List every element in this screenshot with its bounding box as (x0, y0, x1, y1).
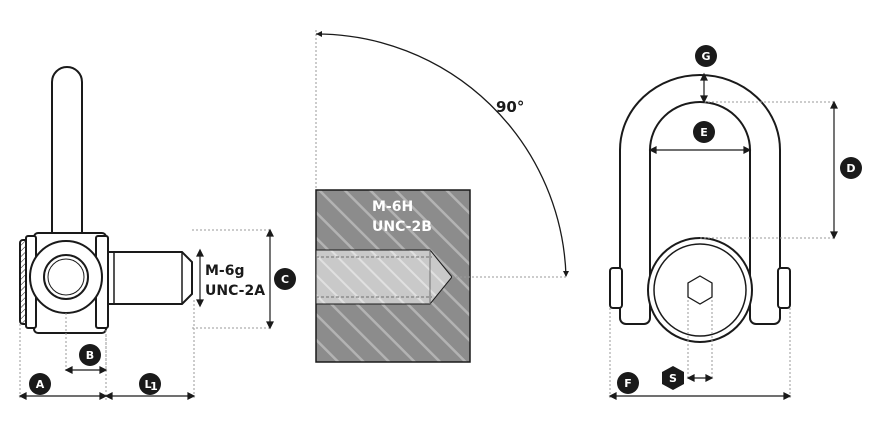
swing-angle-arc (315, 30, 569, 278)
swing-angle-label: 90° (496, 98, 524, 116)
tapped-hole (315, 249, 453, 305)
svg-text:B: B (86, 349, 94, 362)
dim-badge-d: D (840, 157, 862, 179)
right-front-view (609, 74, 791, 343)
svg-text:E: E (700, 126, 708, 139)
bail-link (51, 66, 83, 239)
dim-badge-e: E (693, 121, 715, 143)
dim-badge-c: C (274, 268, 296, 290)
svg-text:C: C (281, 273, 289, 286)
svg-text:A: A (36, 378, 45, 391)
svg-text:L: L (144, 378, 151, 391)
right-dimension-arrows (608, 72, 838, 400)
left-dimension-lines (19, 229, 270, 400)
svg-text:F: F (624, 377, 632, 390)
dim-badge-f: F (617, 372, 639, 394)
hex-socket (687, 275, 713, 305)
dim-badge-l1: L 1 (139, 373, 161, 395)
bail-eye-inner (43, 254, 89, 300)
dim-badge-g: G (695, 45, 717, 67)
dim-badge-b: B (79, 344, 101, 366)
threaded-bolt (107, 251, 193, 305)
svg-text:D: D (846, 162, 855, 175)
left-dimension-arrows (18, 228, 274, 400)
dim-badge-s: S (662, 366, 684, 390)
center-thread-metric: M-6H (372, 199, 413, 215)
svg-text:S: S (669, 372, 677, 385)
center-section-view (315, 189, 471, 363)
left-thread-unc: UNC-2A (205, 283, 265, 299)
svg-text:G: G (701, 50, 710, 63)
dim-badge-a: A (29, 373, 51, 395)
center-thread-unc: UNC-2B (372, 219, 432, 235)
left-thread-metric: M-6g (205, 263, 245, 279)
svg-text:1: 1 (150, 380, 158, 393)
right-dimension-lines (609, 101, 836, 400)
left-side-view (19, 66, 193, 334)
